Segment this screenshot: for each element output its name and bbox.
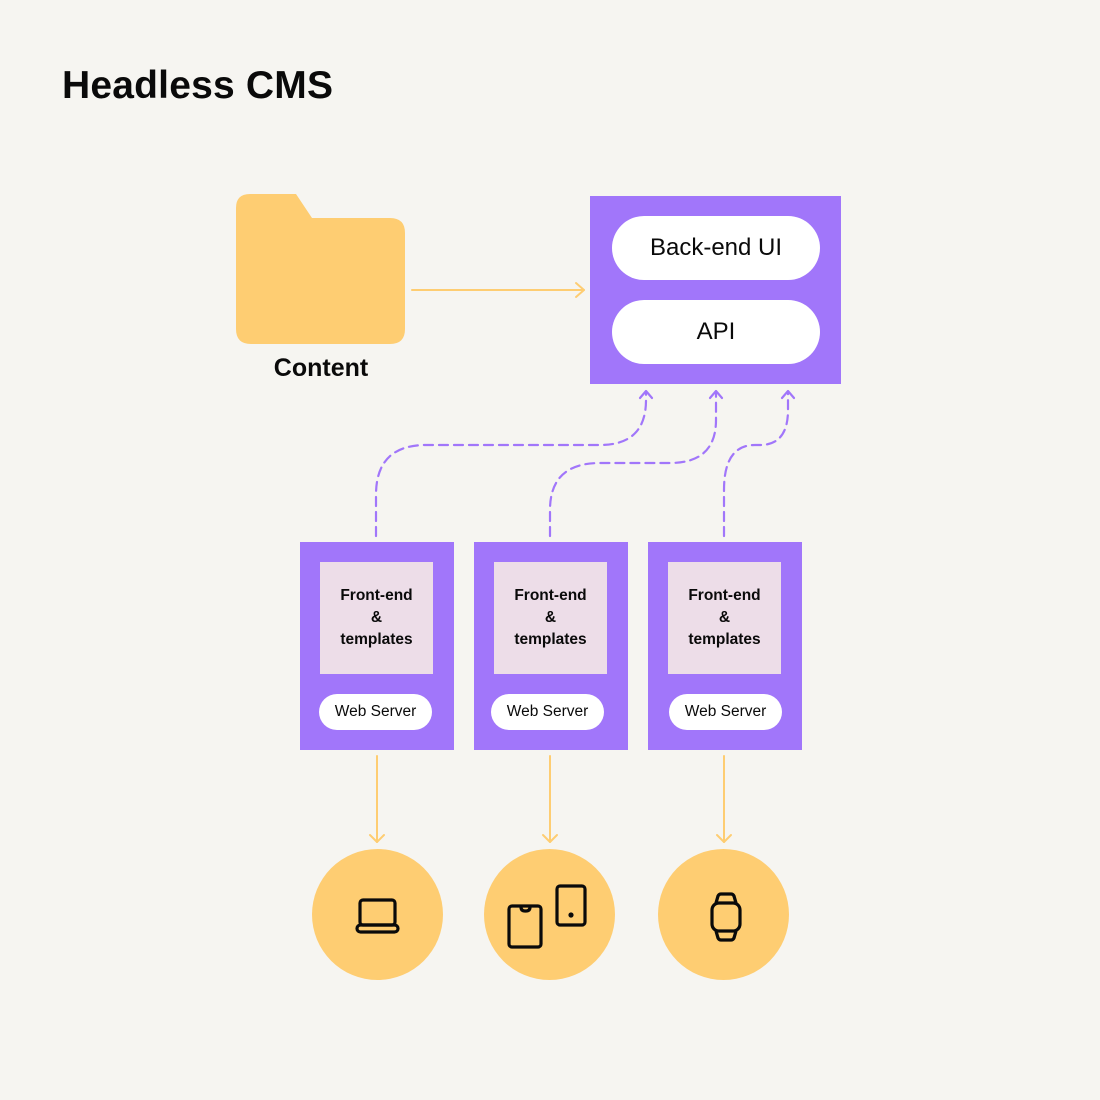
server-box-1: Front-end & templates Web Server [300, 542, 454, 750]
server-box-3: Front-end & templates Web Server [648, 542, 802, 750]
template-line: templates [688, 631, 761, 648]
web-server-pill: Web Server [669, 694, 782, 730]
backend-box: Back-end UI API [590, 196, 841, 384]
template-line: Front-end [514, 587, 587, 604]
laptop-icon [355, 898, 400, 934]
content-to-backend-arrow [411, 282, 585, 298]
device-mobile [484, 849, 615, 980]
server-to-device-arrows [369, 755, 732, 843]
backend-ui-pill: Back-end UI [612, 216, 820, 280]
arrowhead-2 [708, 389, 724, 400]
frontend-templates-block: Front-end & templates [494, 562, 607, 674]
server-to-api-arrows [374, 390, 790, 538]
template-line: & [544, 609, 557, 626]
template-line: & [718, 609, 731, 626]
template-line: Front-end [688, 587, 761, 604]
api-pill: API [612, 300, 820, 364]
folder-icon [236, 194, 405, 344]
device-laptop [312, 849, 443, 980]
phone-tablet-icon [507, 884, 587, 949]
arrowhead-1 [638, 389, 654, 400]
content-label: Content [273, 354, 369, 382]
server-box-2: Front-end & templates Web Server [474, 542, 628, 750]
arrowhead-3 [780, 389, 796, 400]
web-server-pill: Web Server [491, 694, 604, 730]
frontend-templates-block: Front-end & templates [320, 562, 433, 674]
frontend-templates-block: Front-end & templates [668, 562, 781, 674]
device-watch [658, 849, 789, 980]
template-line: & [370, 609, 383, 626]
template-line: templates [514, 631, 587, 648]
template-line: Front-end [340, 587, 413, 604]
web-server-pill: Web Server [319, 694, 432, 730]
smartwatch-icon [710, 892, 742, 942]
page-title: Headless CMS [62, 64, 334, 107]
template-line: templates [340, 631, 413, 648]
